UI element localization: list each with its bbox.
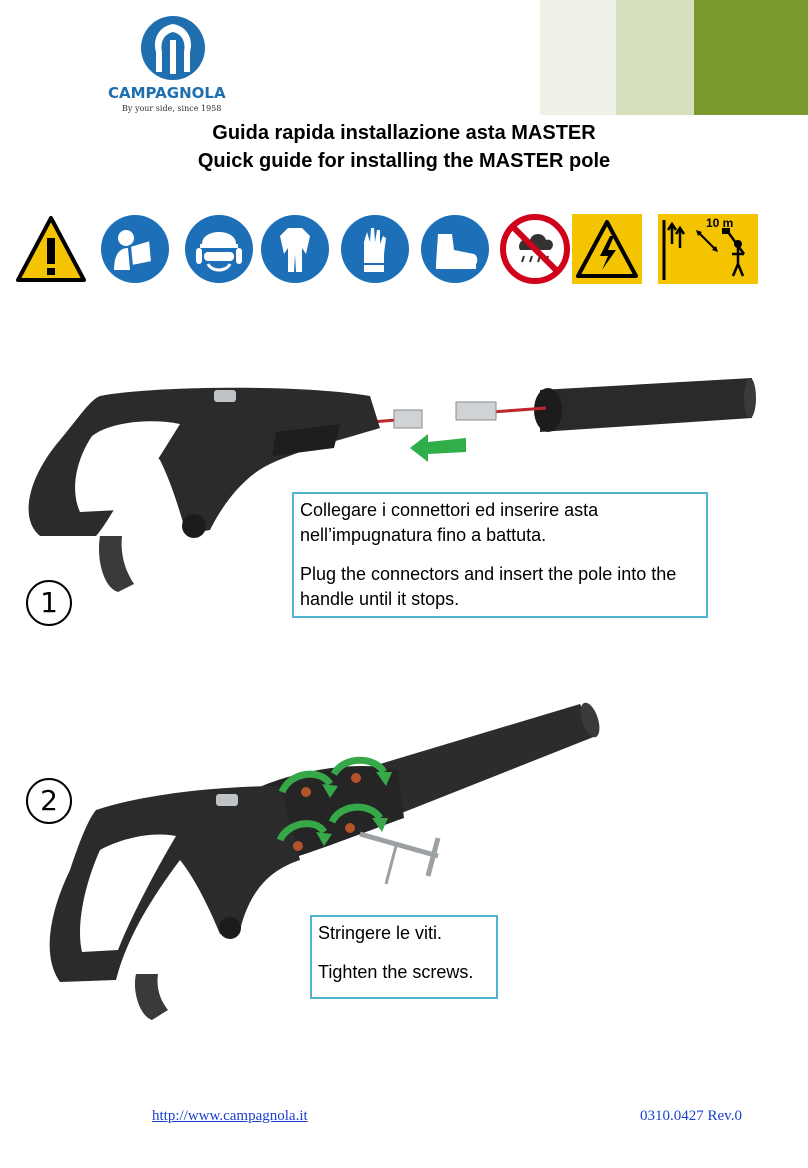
website-link[interactable]: http://www.campagnola.it: [152, 1108, 308, 1124]
helmet-goggles-ear-protection-icon: [184, 214, 254, 284]
title-italian: Guida rapida installazione asta MASTER: [212, 122, 596, 144]
step1-illustration: [0, 360, 808, 600]
safety-boots-icon: [420, 214, 490, 284]
brand-name: CAMPAGNOLA: [108, 84, 226, 102]
step2-illustration: [0, 700, 808, 1030]
step2-instructions: Stringere le viti. Tighten the screws.: [310, 915, 498, 999]
document-code: 0310.0427 Rev.0: [640, 1108, 742, 1124]
distance-label: 10 m: [706, 216, 734, 230]
step1-instructions: Collegare i connettori ed inserire asta …: [292, 492, 708, 618]
protective-clothing-icon: [260, 214, 330, 284]
step2-number: 2: [26, 778, 72, 824]
step1-text-english: Plug the connectors and insert the pole …: [300, 564, 677, 609]
electrical-hazard-icon: [572, 214, 642, 284]
header-band-dark: [694, 0, 808, 115]
title-english: Quick guide for installing the MASTER po…: [197, 150, 611, 172]
step2-text-english: Tighten the screws.: [318, 962, 474, 982]
header-band-light: [540, 0, 616, 115]
no-use-in-rain-icon: [500, 214, 570, 284]
step1-text-italian: Collegare i connettori ed inserire asta …: [300, 500, 599, 545]
logo-emblem: [141, 16, 205, 80]
step1-number: 1: [26, 580, 72, 626]
header-band-mid: [616, 0, 694, 115]
general-warning-icon: [16, 214, 86, 284]
step2-text-italian: Stringere le viti.: [318, 923, 443, 943]
brand-tagline: By your side, since 1958: [122, 104, 222, 113]
safety-icons-row: 10 m: [16, 214, 760, 286]
protective-gloves-icon: [340, 214, 410, 284]
keep-10m-distance-icon: 10 m: [658, 214, 758, 284]
read-manual-icon: [100, 214, 170, 284]
campagnola-logo: CAMPAGNOLA By your side, since 1958: [100, 12, 240, 122]
